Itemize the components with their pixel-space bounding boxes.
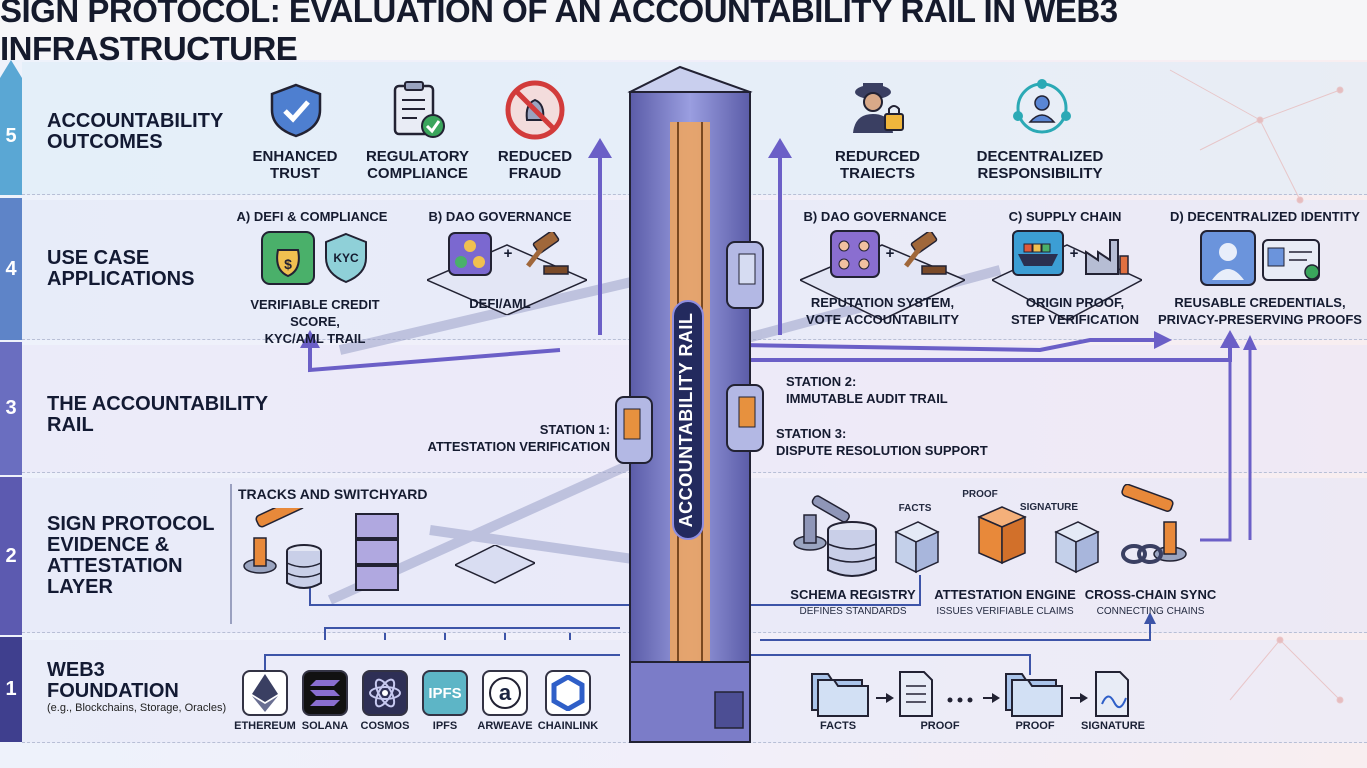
no-fraud-icon	[505, 80, 565, 140]
axis-arrow-head	[0, 60, 22, 78]
community-icon	[830, 230, 880, 278]
foundation-flow	[811, 671, 1129, 717]
gavel-icon	[526, 232, 569, 275]
proof-stack-icon	[977, 506, 1027, 565]
solana-logo	[302, 670, 348, 716]
plus-sign-b1: +	[503, 245, 513, 262]
schema-registry-db-icon	[827, 521, 877, 577]
usecase-c-desc: ORIGIN PROOF,STEP VERIFICATION	[1010, 295, 1140, 327]
usecase-a-title: A) DEFI & COMPLIANCE	[236, 209, 388, 224]
usecase-d-desc: REUSABLE CREDENTIALS,PRIVACY-PRESERVING …	[1158, 295, 1362, 327]
axis-num-4: 4	[0, 198, 22, 340]
solana-label: SOLANA	[301, 720, 349, 732]
flow-proof-label-2: PROOF	[1015, 720, 1055, 732]
signature-tag: SIGNATURE	[1019, 502, 1079, 513]
usecase-b1-desc: DEFI/AML	[469, 296, 531, 311]
rail-label: ACCOUNTABILITY RAIL	[676, 312, 696, 528]
evidence-divider	[230, 484, 232, 624]
kyc-text: KYC	[333, 251, 359, 265]
server-stack-icon	[355, 513, 399, 591]
usecase-b2-title: B) DAO GOVERNANCE	[803, 209, 947, 224]
usecase-b1-title: B) DAO GOVERNANCE	[428, 209, 572, 224]
svg-text:$: $	[284, 256, 292, 272]
station-top-box	[726, 241, 764, 309]
gavel-icon-2	[904, 232, 947, 275]
plus-sign-c: +	[1069, 245, 1079, 262]
usecase-a-desc: VERIFIABLE CREDIT SCORE,KYC/AML TRAIL	[250, 297, 380, 346]
usecase-b2-desc: REPUTATION SYSTEM,VOTE ACCOUNTABILITY	[805, 295, 960, 327]
flow-facts-label: FACTS	[819, 720, 857, 732]
ipfs-label: IPFS	[432, 720, 458, 732]
ethereum-label: ETHEREUM	[234, 720, 296, 732]
station-2-label: STATION 2:IMMUTABLE AUDIT TRAIL	[786, 374, 948, 406]
axis-num-1: 1	[0, 637, 22, 742]
layer-axis: 5 4 3 2 1	[0, 60, 22, 742]
cosmos-label: COSMOS	[360, 720, 410, 732]
arweave-logo: a	[482, 670, 528, 716]
facts-tag: FACTS	[898, 503, 932, 514]
id-card-icon	[1262, 239, 1320, 281]
switch-platform	[455, 545, 535, 584]
chain-link-icon	[1121, 544, 1163, 564]
flow-signature-label: SIGNATURE	[1081, 720, 1145, 732]
clipboard-check-icon	[393, 81, 445, 138]
factory-icon	[1085, 239, 1129, 275]
robot-arm-icon-mid	[793, 495, 850, 551]
chainlink-logo	[545, 670, 591, 716]
token-cycle-icon	[448, 232, 492, 276]
axis-num-5: 5	[0, 78, 22, 195]
station-3-label: STATION 3:DISPUTE RESOLUTION SUPPORT	[776, 426, 988, 458]
proof-tag: PROOF	[962, 489, 998, 500]
cosmos-logo	[362, 670, 408, 716]
page-title: SIGN PROTOCOL: EVALUATION OF AN ACCOUNTA…	[0, 0, 1367, 67]
flow-proof-label-1: PROOF	[920, 720, 960, 732]
decentralized-user-icon	[1013, 79, 1071, 134]
station-1-label: STATION 1:ATTESTATION VERIFICATION	[427, 422, 610, 454]
chainlink-label: CHAINLINK	[537, 720, 599, 732]
robot-arm-icon-left	[243, 508, 305, 574]
kyc-badge-icon	[325, 232, 367, 284]
rail-label-pill	[672, 300, 704, 540]
plus-sign-b2: +	[885, 245, 895, 262]
usecase-d-title: D) DECENTRALIZED IDENTITY	[1170, 209, 1360, 224]
ethereum-logo	[242, 670, 288, 716]
signature-cube-icon	[1054, 521, 1100, 574]
station-2-box	[726, 384, 764, 452]
cargo-ship-icon	[1012, 230, 1064, 276]
station-1-box	[615, 396, 653, 464]
ipfs-logo: IPFS	[422, 670, 468, 716]
database-icon-left	[286, 544, 322, 589]
arweave-label: ARWEAVE	[477, 720, 533, 732]
detective-lock-icon	[853, 83, 904, 133]
usecase-c-title: C) SUPPLY CHAIN	[1008, 209, 1122, 224]
user-avatar-icon	[1200, 230, 1256, 286]
axis-num-3: 3	[0, 342, 22, 475]
axis-num-2: 2	[0, 477, 22, 635]
shield-check-icon	[270, 83, 322, 138]
tracks-switchyard-label: TRACKS AND SWITCHYARD	[238, 486, 428, 502]
money-bag-icon: $	[261, 231, 315, 285]
facts-cube-icon	[894, 521, 940, 574]
